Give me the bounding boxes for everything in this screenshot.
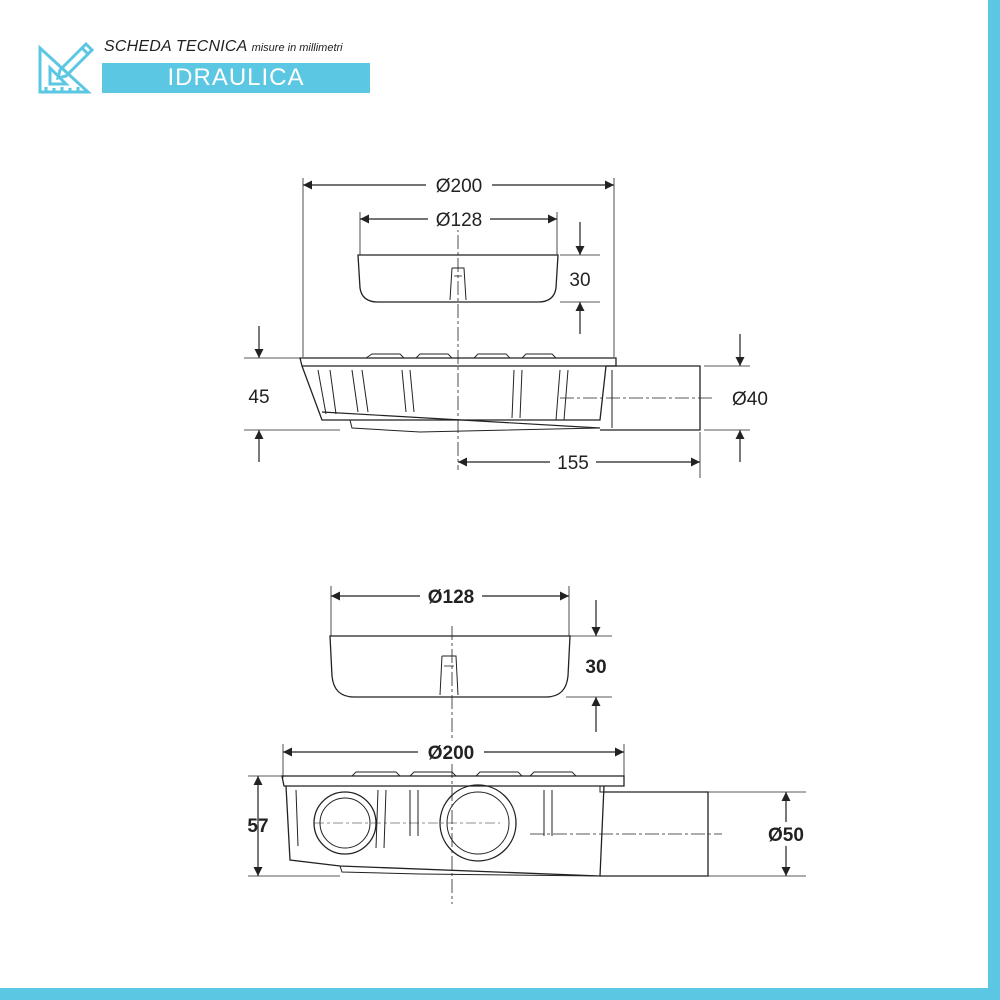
- ruler-pencil-icon: [38, 41, 94, 94]
- sheet-subtitle: misure in millimetri: [251, 42, 343, 54]
- bottom-view: [248, 586, 806, 904]
- top-cup-height-label: 30: [569, 270, 590, 291]
- bottom-cup-diameter-label: Ø128: [428, 587, 474, 608]
- top-view: [244, 178, 750, 478]
- bottom-outer-diameter-label: Ø200: [428, 743, 474, 764]
- bottom-outlet-diameter-label: Ø50: [768, 825, 804, 846]
- bottom-body-height-label: 57: [247, 816, 268, 837]
- frame-right-border: [988, 0, 1000, 1000]
- frame-bottom-border: [0, 988, 1000, 1000]
- top-outlet-diameter-label: Ø40: [732, 389, 768, 410]
- top-outer-diameter-label: Ø200: [436, 176, 482, 197]
- bottom-cup-height-label: 30: [585, 657, 606, 678]
- top-body-height-label: 45: [248, 387, 269, 408]
- sheet-title: SCHEDA TECNICA: [104, 38, 248, 55]
- top-outlet-length-label: 155: [557, 453, 589, 474]
- top-cup-diameter-label: Ø128: [436, 210, 482, 231]
- category-badge: IDRAULICA: [102, 63, 370, 93]
